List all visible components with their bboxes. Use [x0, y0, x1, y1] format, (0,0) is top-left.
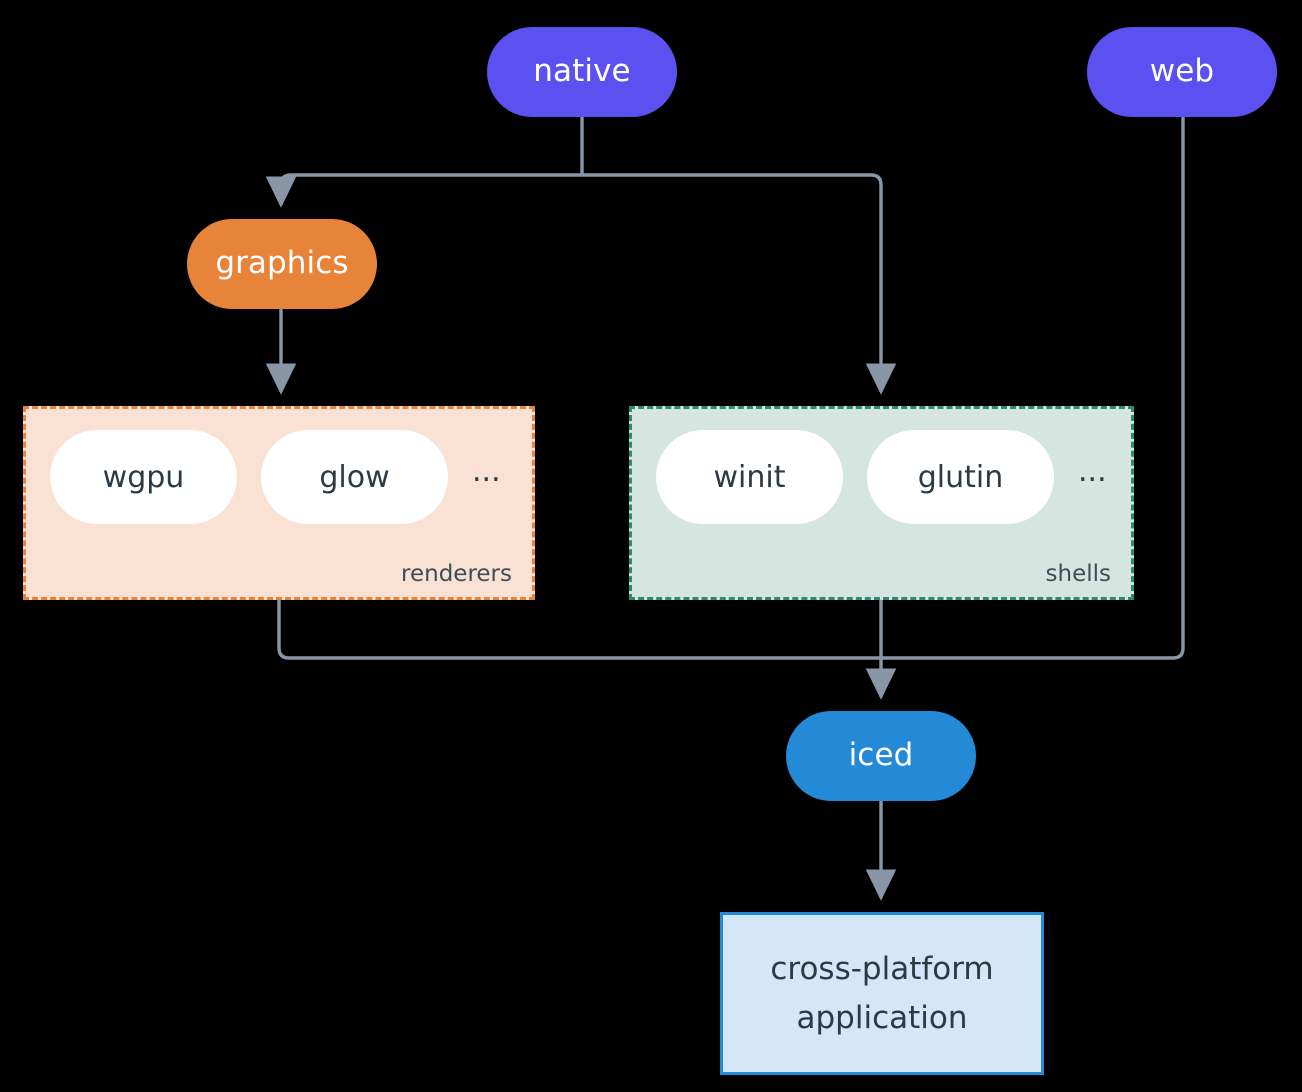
- edge-native-to-shells: [582, 173, 897, 395]
- node-graphics-label: graphics: [215, 245, 349, 282]
- edge-renderers-to-iced: [277, 600, 881, 660]
- node-iced[interactable]: iced: [786, 711, 976, 801]
- chip-winit[interactable]: winit: [656, 430, 843, 524]
- node-native[interactable]: native: [487, 27, 677, 117]
- chip-glow-label: glow: [319, 459, 390, 495]
- node-application-line2: application: [796, 999, 968, 1036]
- node-iced-label: iced: [848, 737, 914, 774]
- renderers-overflow-ellipsis: ...: [472, 454, 501, 489]
- edge-native-to-graphics: [265, 173, 582, 208]
- node-web[interactable]: web: [1087, 27, 1277, 117]
- node-graphics[interactable]: graphics: [187, 219, 377, 309]
- group-renderers-label: renderers: [401, 561, 512, 587]
- chip-wgpu-label: wgpu: [102, 459, 185, 495]
- chip-wgpu[interactable]: wgpu: [50, 430, 237, 524]
- group-shells: winit glutin ... shells: [629, 406, 1134, 600]
- group-shells-label: shells: [1045, 561, 1111, 587]
- chip-glow[interactable]: glow: [261, 430, 448, 524]
- node-web-label: web: [1149, 53, 1215, 90]
- group-renderers: wgpu glow ... renderers: [23, 406, 535, 600]
- shells-overflow-ellipsis: ...: [1078, 454, 1107, 489]
- group-shells-items: winit glutin ...: [632, 430, 1107, 524]
- chip-glutin[interactable]: glutin: [867, 430, 1054, 524]
- chip-glutin-label: glutin: [917, 459, 1004, 495]
- node-application-line1: cross-platform: [770, 951, 994, 988]
- chip-winit-label: winit: [713, 459, 786, 495]
- node-application[interactable]: cross-platform application: [720, 912, 1044, 1075]
- group-renderers-items: wgpu glow ...: [26, 430, 501, 524]
- node-native-label: native: [533, 53, 631, 90]
